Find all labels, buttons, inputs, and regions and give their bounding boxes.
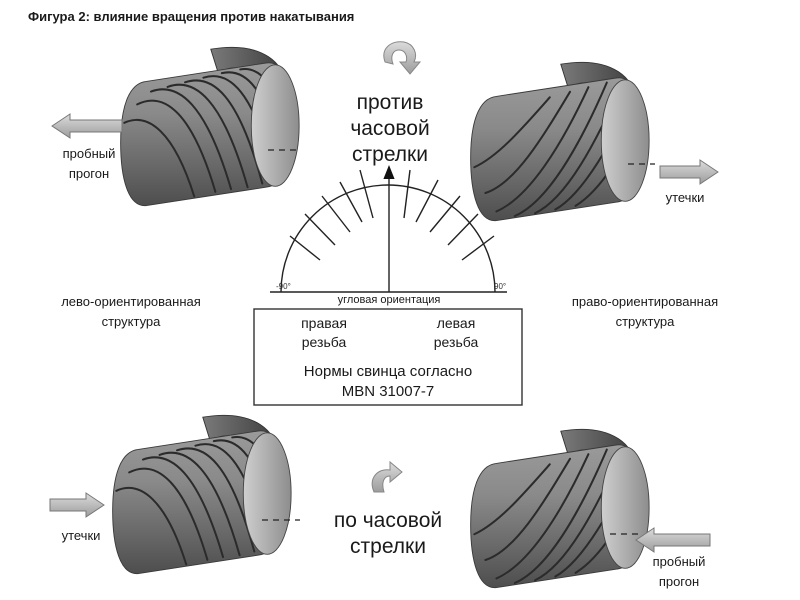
gauge-left-tick: -90° — [276, 282, 291, 291]
cw-label: по часовой стрелки — [333, 509, 443, 558]
rotation-cw-icon — [371, 460, 403, 493]
gauge-caption: угловая ориентация — [337, 294, 441, 306]
arrow-left-bottom — [49, 492, 105, 518]
left-structure-label: лево-ориентированная структура — [61, 294, 201, 329]
norm-box — [253, 308, 523, 406]
label-test-run-bottom: пробный прогон — [652, 554, 706, 589]
shaft-top-left — [119, 46, 301, 207]
arrow-left-top — [51, 113, 123, 139]
angle-gauge — [270, 165, 507, 360]
label-leak-top: утечки — [665, 190, 705, 205]
figure-title: Фигура 2: влияние вращения против накаты… — [28, 9, 355, 24]
label-test-run-top: пробный прогон — [62, 146, 116, 181]
ccw-label: против часовой стрелки — [350, 91, 430, 166]
thread-right-label: правая резьба — [301, 315, 347, 350]
arrow-right-bottom — [635, 527, 711, 553]
shaft-top-right — [469, 61, 651, 222]
norm-text: Нормы свинца согласно MBN 31007-7 — [303, 363, 473, 400]
label-leak-bottom: утечки — [61, 528, 101, 543]
thread-left-label: левая резьба — [433, 315, 479, 350]
right-structure-label: право-ориентированная структура — [571, 294, 719, 329]
gauge-right-tick: 90° — [494, 282, 507, 291]
shaft-bottom-right — [469, 428, 651, 589]
arrow-right-top — [659, 159, 719, 185]
rotation-ccw-icon — [383, 41, 422, 75]
axis-lines — [262, 149, 655, 535]
shaft-bottom-left — [111, 414, 293, 575]
